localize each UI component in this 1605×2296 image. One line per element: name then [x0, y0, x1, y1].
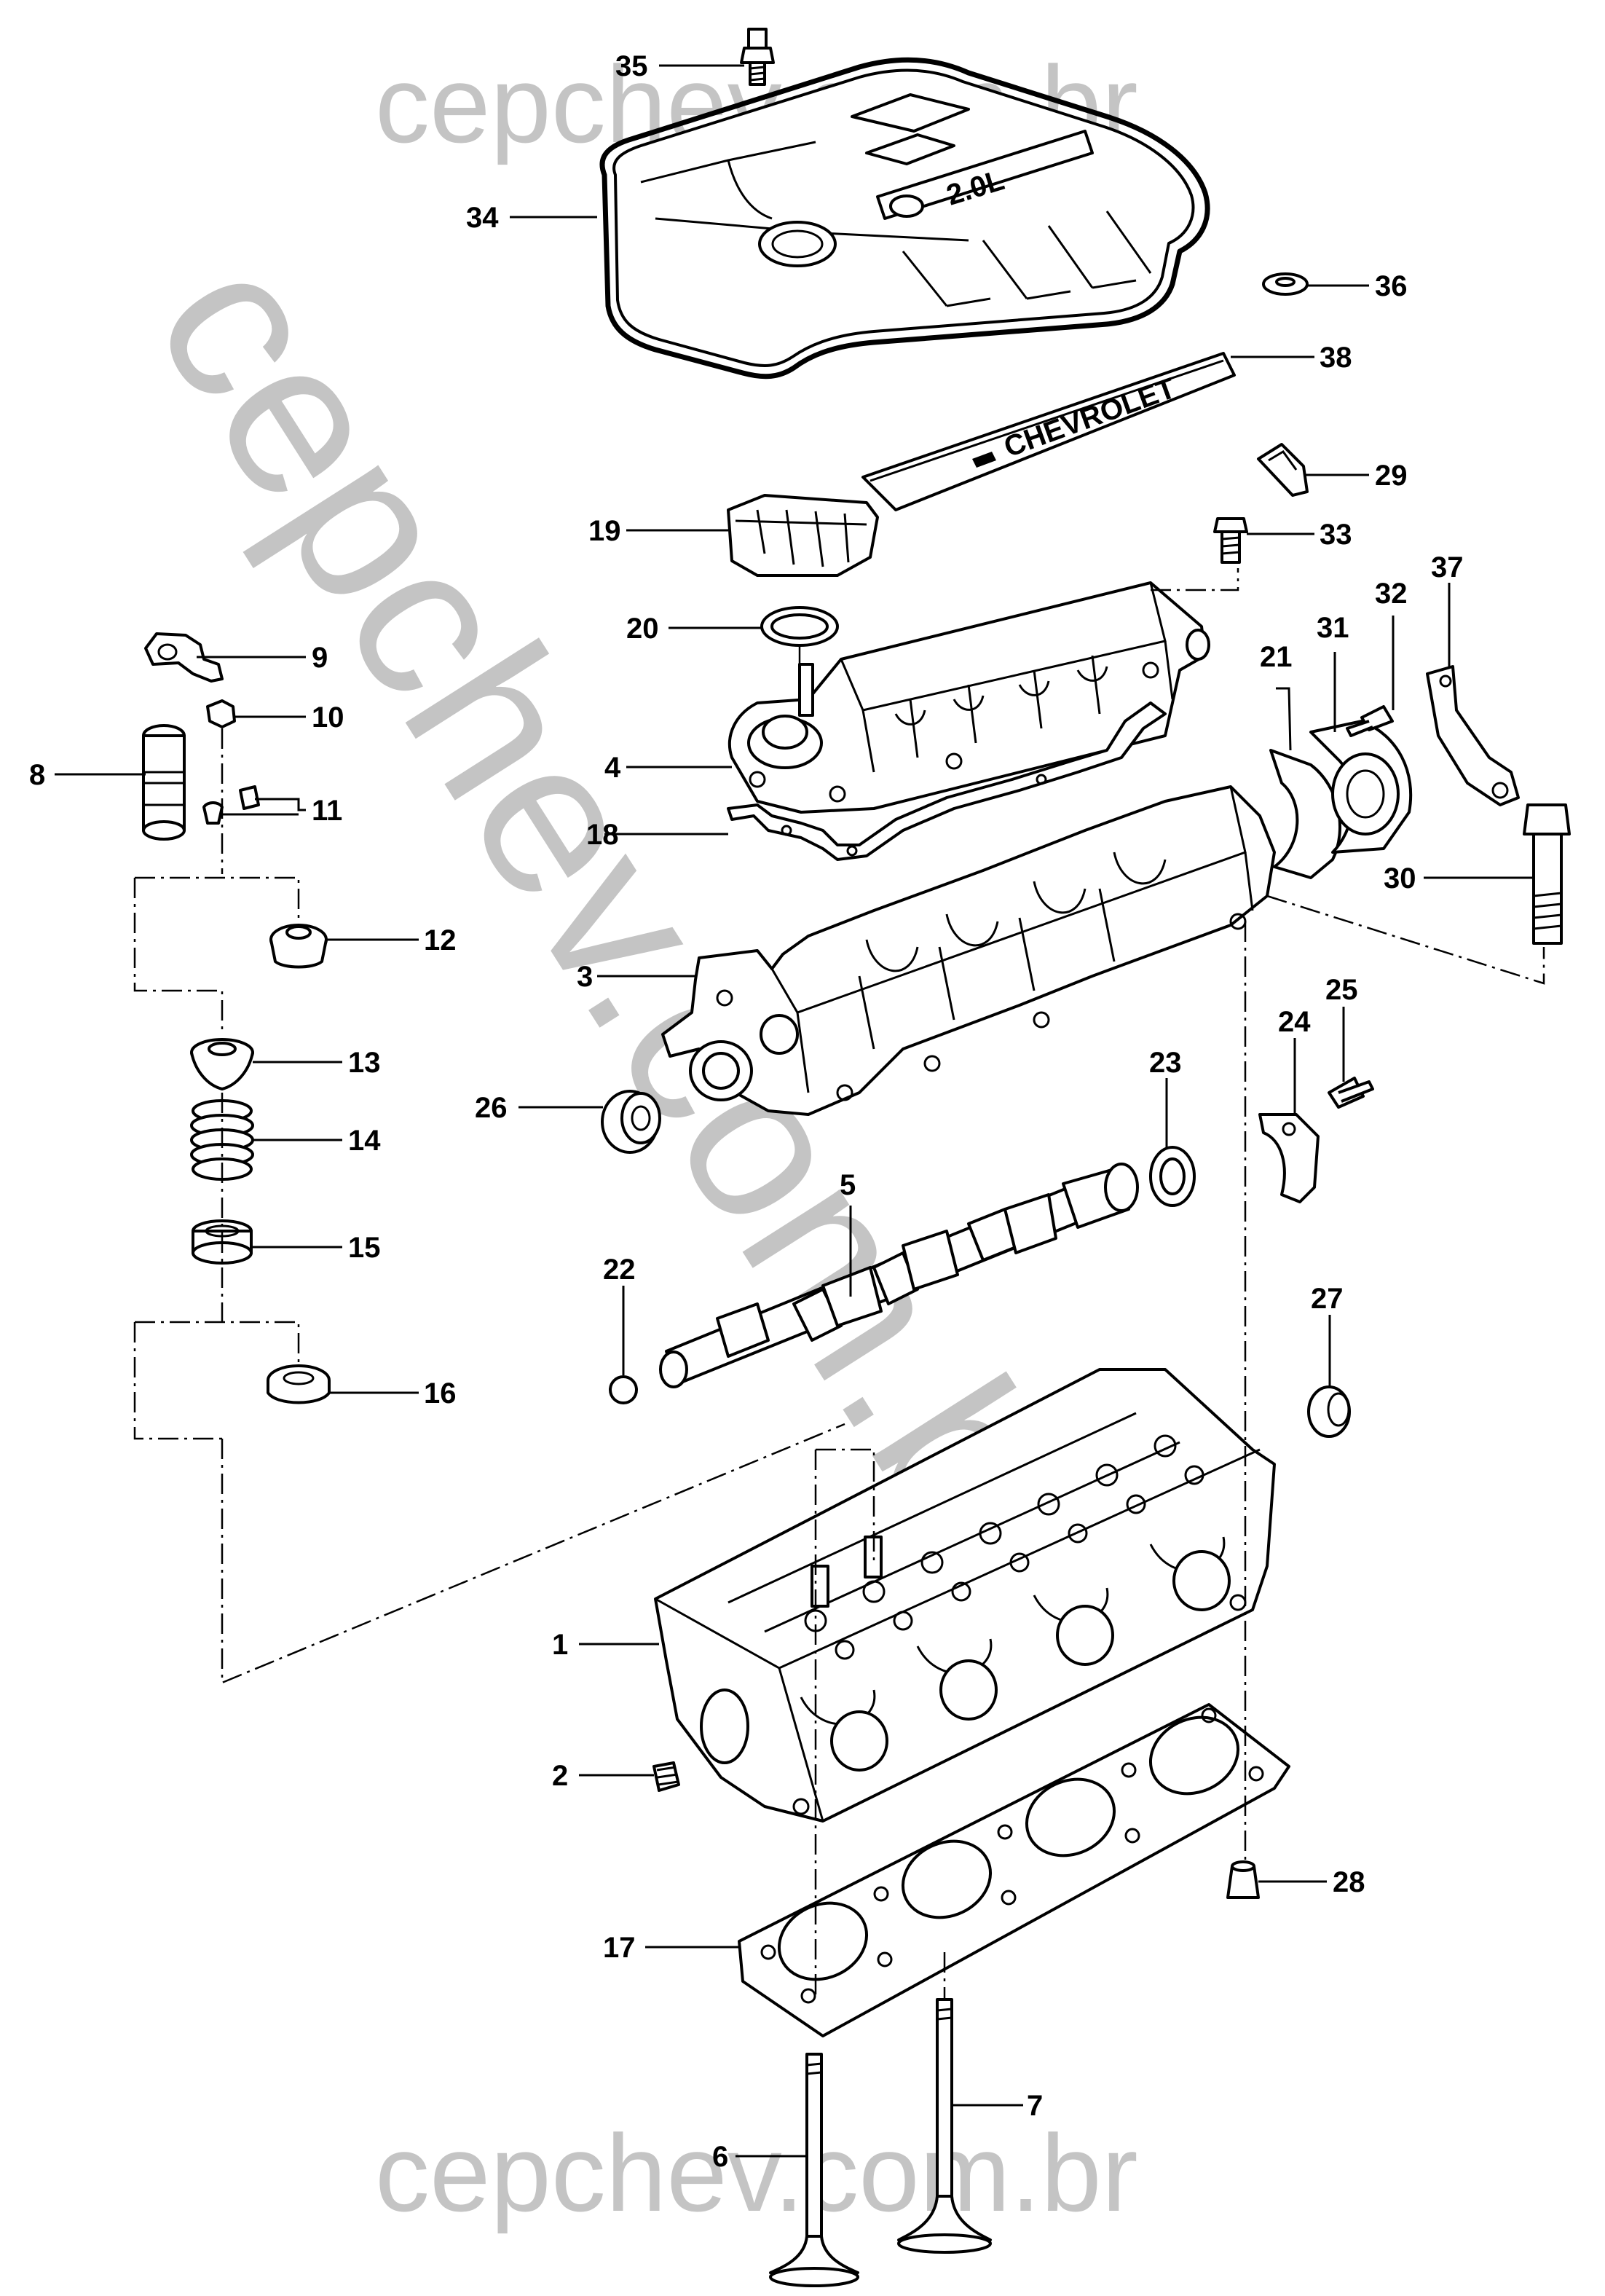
part-27-plug	[1307, 1385, 1351, 1438]
callout-27: 27	[1311, 1283, 1344, 1315]
part-36-washer	[1262, 272, 1309, 296]
callout-25: 25	[1325, 974, 1358, 1006]
part-37-bracket	[1426, 665, 1520, 806]
part-26-end-cap	[601, 1090, 661, 1154]
callout-34: 34	[466, 202, 499, 234]
callout-14: 14	[348, 1125, 381, 1157]
callout-35: 35	[615, 50, 648, 82]
part-1-cylinder-head	[654, 1368, 1276, 1823]
part-35-bolt	[740, 28, 775, 86]
callout-19: 19	[588, 515, 621, 547]
callout-8: 8	[29, 759, 45, 791]
part-29-pad	[1257, 443, 1309, 497]
part-33-bolt	[1213, 517, 1248, 564]
part-28-nut	[1226, 1860, 1260, 1899]
callout-4: 4	[604, 752, 621, 784]
part-23-oil-seal	[1149, 1146, 1196, 1207]
part-3-camshaft-housing	[661, 785, 1276, 1116]
part-38-trim-strip: CHEVROLET	[861, 352, 1236, 511]
part-11-valve-keepers	[202, 785, 260, 825]
callout-21: 21	[1260, 641, 1293, 673]
watermark-bottom: cepchev.com.br	[375, 2112, 1138, 2234]
callout-12: 12	[424, 924, 457, 956]
callout-38: 38	[1320, 342, 1352, 374]
part-10-clip	[206, 699, 236, 728]
callout-28: 28	[1333, 1866, 1365, 1898]
callout-5: 5	[840, 1169, 856, 1201]
part-24-half-seal	[1258, 1113, 1320, 1203]
part-34-engine-cover: 2.0L	[599, 57, 1210, 380]
callout-36: 36	[1375, 270, 1408, 302]
part-25-small-bolt	[1328, 1077, 1374, 1109]
part-4-valve-cover	[727, 581, 1210, 814]
callout-6: 6	[712, 2141, 728, 2173]
callout-7: 7	[1027, 2090, 1043, 2122]
leader-lines	[55, 64, 1534, 2158]
callout-2: 2	[552, 1760, 568, 1792]
part-7-valve	[897, 1998, 992, 2254]
part-21-seal-ring	[1269, 749, 1341, 879]
callout-30: 30	[1384, 862, 1416, 895]
part-13-spring-retainer	[190, 1038, 254, 1090]
callout-33: 33	[1320, 519, 1352, 551]
callout-24: 24	[1278, 1006, 1311, 1038]
callout-9: 9	[312, 642, 328, 674]
callout-1: 1	[552, 1629, 568, 1661]
part-2-plug	[652, 1761, 680, 1792]
part-16-washer-seal	[267, 1364, 331, 1404]
callout-20: 20	[626, 613, 659, 645]
callout-31: 31	[1317, 612, 1349, 644]
part-19-cap	[727, 494, 879, 577]
callout-32: 32	[1375, 578, 1408, 610]
part-8-hydraulic-lifter	[142, 724, 186, 841]
part-20-o-ring	[760, 606, 839, 647]
callout-29: 29	[1375, 460, 1408, 492]
part-17-head-gasket	[738, 1703, 1290, 2037]
callout-22: 22	[603, 1254, 636, 1286]
part-6-valve	[769, 2053, 859, 2287]
part-22-ball	[609, 1375, 638, 1404]
callout-37: 37	[1431, 551, 1464, 583]
callout-26: 26	[475, 1092, 508, 1124]
part-31-flange	[1309, 720, 1413, 854]
part-5-camshaft	[659, 1163, 1139, 1388]
part-9-rocker-arm	[144, 632, 224, 683]
callout-11: 11	[312, 795, 342, 827]
callout-10: 10	[312, 701, 344, 734]
brand-marking: CHEVROLET	[1000, 372, 1180, 464]
assembly-lines	[133, 568, 1545, 2000]
part-12-stem-seal	[269, 924, 328, 969]
part-30-long-bolt	[1523, 803, 1571, 945]
callout-16: 16	[424, 1377, 457, 1410]
callout-17: 17	[603, 1932, 636, 1964]
callout-3: 3	[577, 961, 593, 993]
callout-15: 15	[348, 1232, 381, 1264]
callout-18: 18	[586, 819, 619, 851]
callout-13: 13	[348, 1047, 381, 1079]
part-18-gasket	[727, 701, 1167, 861]
callout-23: 23	[1149, 1047, 1182, 1079]
callout-labels: 1 2 3 4 5 6 7 8 9 10 11 12 13 14 15 16 1…	[29, 50, 1464, 2173]
part-32-small-bolt	[1346, 705, 1394, 737]
